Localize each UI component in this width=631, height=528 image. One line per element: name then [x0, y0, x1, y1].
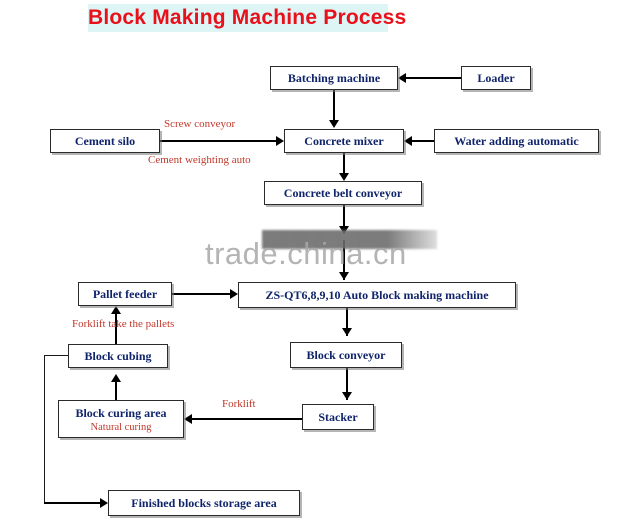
arrowhead-block-cubing-to-pallet-feeder [111, 306, 121, 314]
node-label: Cement silo [74, 133, 136, 148]
node-block-conveyor[interactable]: Block conveyor [290, 342, 402, 368]
node-label: Batching machine [287, 70, 381, 85]
node-cement-silo[interactable]: Cement silo [50, 129, 160, 153]
edge-belt-conveyor-down-1 [343, 205, 345, 233]
node-label: Pallet feeder [92, 286, 158, 301]
node-block-curing-area[interactable]: Block curing area Natural curing [58, 400, 184, 438]
edge-block-conveyor-to-stacker [346, 368, 348, 400]
arrowhead-machine-to-block-conveyor [342, 328, 352, 336]
node-stacker[interactable]: Stacker [302, 404, 374, 430]
node-water-adding-automatic[interactable]: Water adding automatic [434, 129, 599, 153]
node-pallet-feeder[interactable]: Pallet feeder [78, 282, 172, 306]
arrowhead-loader-to-batching [398, 73, 406, 83]
node-label: Water adding automatic [454, 133, 579, 148]
node-label: ZS-QT6,8,9,10 Auto Block making machine [265, 287, 489, 302]
edge-label-forklift-take-the-pallets: Forklift take the pallets [72, 318, 175, 330]
arrowhead-cement-silo-to-mixer [276, 136, 284, 146]
node-concrete-mixer[interactable]: Concrete mixer [284, 129, 404, 153]
edge-cement-silo-to-mixer [160, 140, 276, 142]
redaction-smudge [262, 230, 437, 249]
node-loader[interactable]: Loader [461, 66, 531, 90]
edge-water-to-mixer [412, 140, 434, 142]
edge-belt-conveyor-down-2 [343, 240, 345, 280]
edge-label-cement-weighting-auto: Cement weighting auto [148, 154, 251, 166]
node-label: Concrete belt conveyor [283, 185, 403, 200]
arrowhead-water-to-mixer [404, 136, 412, 146]
edge-stacker-to-curing [192, 418, 302, 420]
node-block-making-machine[interactable]: ZS-QT6,8,9,10 Auto Block making machine [238, 282, 516, 308]
edge-label-forklift: Forklift [222, 398, 256, 410]
arrowhead-pallet-feeder-to-machine [230, 289, 238, 299]
node-label: Block conveyor [306, 347, 386, 362]
node-label: Finished blocks storage area [131, 495, 277, 510]
edge-label-screw-conveyor: Screw conveyor [164, 118, 236, 130]
node-concrete-belt-conveyor[interactable]: Concrete belt conveyor [264, 181, 422, 205]
node-label: Block curing area [75, 405, 167, 420]
edge-block-cubing-to-pallet-feeder [115, 314, 117, 344]
node-batching-machine[interactable]: Batching machine [270, 66, 398, 90]
edge-loader-to-batching [406, 77, 461, 79]
node-label: Block cubing [84, 348, 152, 363]
arrowhead-to-block-making-machine [339, 272, 349, 280]
arrowhead-block-conveyor-to-stacker [342, 392, 352, 400]
node-sublabel: Natural curing [90, 421, 152, 433]
edge-pallet-feeder-to-machine [172, 293, 230, 295]
arrowhead-stacker-to-curing [184, 414, 192, 424]
arrowhead-batching-to-mixer [329, 120, 339, 128]
edge-batching-to-mixer [333, 90, 335, 122]
node-label: Concrete mixer [304, 133, 384, 148]
node-block-cubing[interactable]: Block cubing [68, 344, 168, 368]
edge-curing-to-cubing [115, 382, 117, 402]
arrowhead-curing-to-cubing [111, 374, 121, 382]
edge-cubing-loop-left [44, 355, 68, 356]
edge-loop-to-finished-storage [44, 502, 102, 504]
arrowhead-loop-to-finished-storage [100, 498, 108, 508]
node-finished-blocks-storage-area[interactable]: Finished blocks storage area [108, 490, 300, 516]
arrowhead-mixer-to-belt-conveyor [339, 173, 349, 181]
node-label: Stacker [318, 409, 358, 424]
page-title: Block Making Machine Process [88, 4, 406, 32]
node-label: Loader [477, 70, 515, 85]
edge-cubing-loop-down [44, 355, 45, 503]
edge-machine-to-block-conveyor [346, 308, 348, 336]
edge-mixer-to-belt-conveyor [343, 153, 345, 175]
